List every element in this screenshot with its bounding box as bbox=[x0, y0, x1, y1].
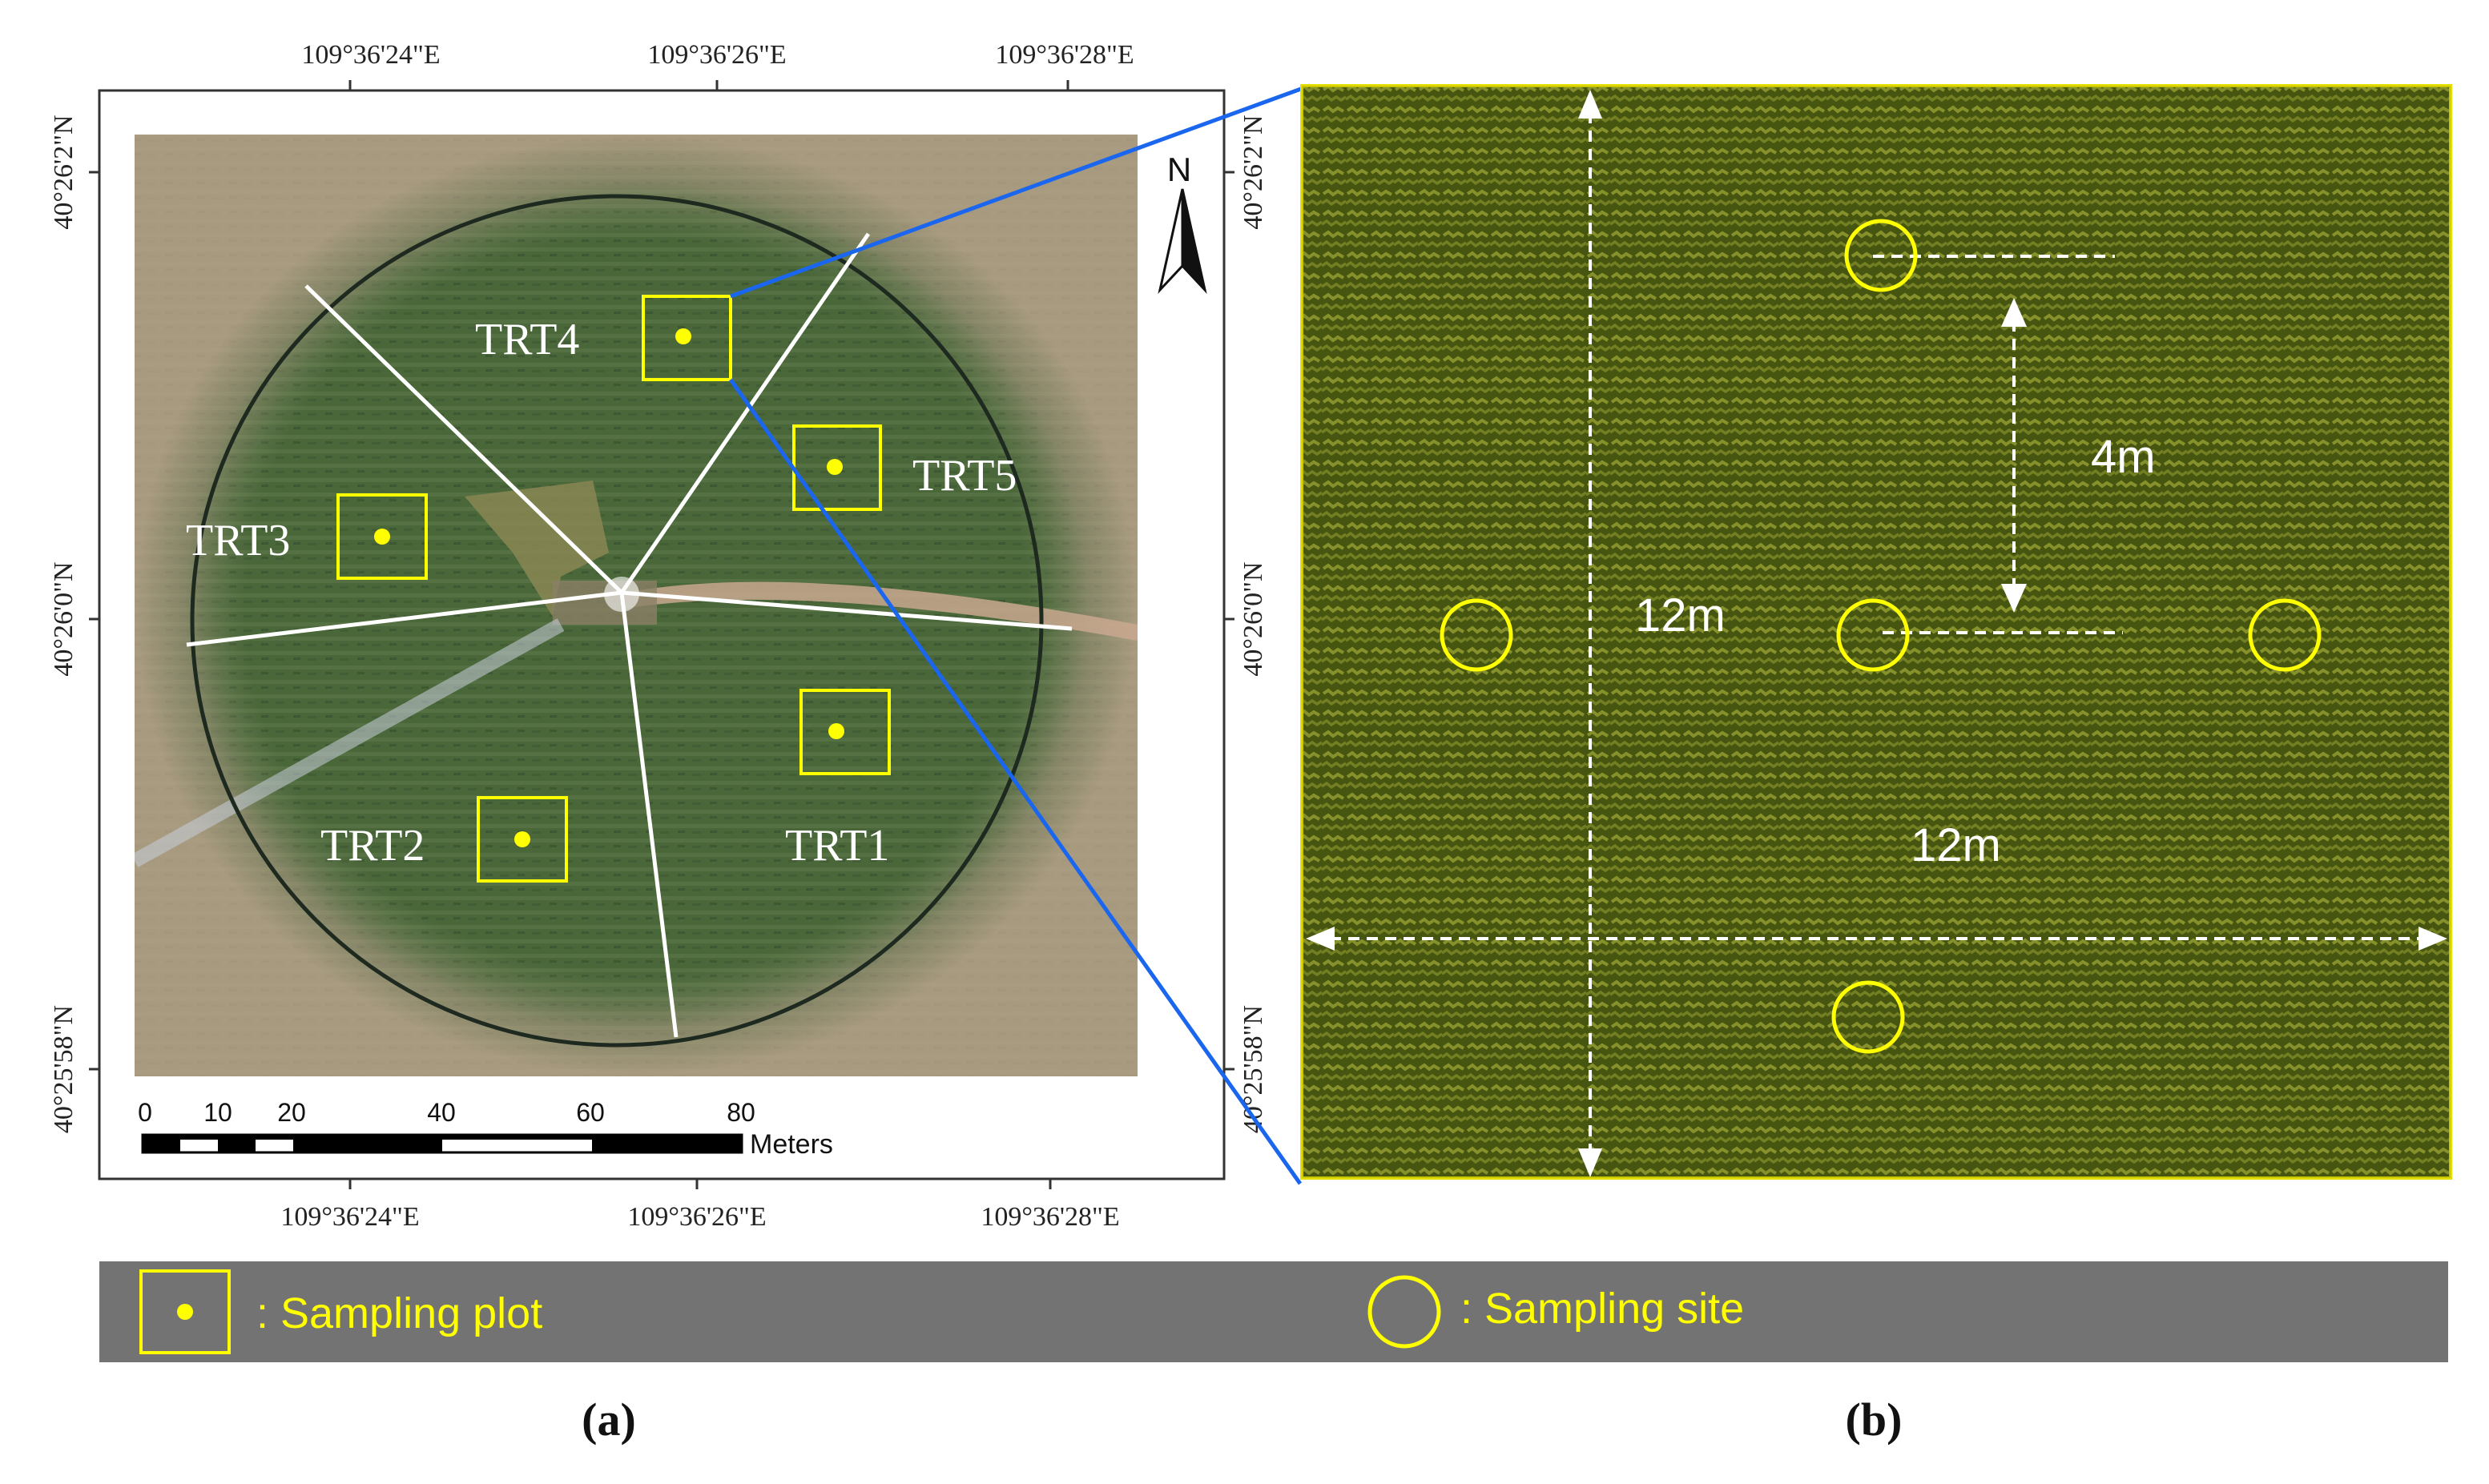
sampling-site bbox=[2248, 598, 2322, 672]
lon-label-bottom: 109°36'26"E bbox=[627, 1202, 766, 1232]
sampling-site bbox=[1836, 598, 1910, 672]
frame-ticks bbox=[89, 80, 1234, 1189]
aerial-image bbox=[135, 135, 1138, 1076]
sampling-site bbox=[1844, 219, 1918, 292]
label-4m: 4m bbox=[2091, 431, 2156, 483]
plot-label: TRT4 bbox=[475, 315, 579, 364]
horizontal-extent-arrow bbox=[1306, 927, 2447, 951]
sampling-sites bbox=[1440, 219, 2322, 1054]
lat-label-right: 40°25'58"N bbox=[1238, 1005, 1268, 1133]
lon-label-bottom: 109°36'24"E bbox=[280, 1202, 419, 1232]
plot-trt4: TRT4 bbox=[475, 295, 732, 381]
lat-label-left: 40°25'58"N bbox=[49, 1005, 79, 1133]
scale-tick: 20 bbox=[277, 1098, 306, 1127]
plot-label: TRT3 bbox=[186, 516, 290, 565]
lon-label-top: 109°36'28"E bbox=[995, 40, 1134, 70]
lon-label-top: 109°36'24"E bbox=[301, 40, 440, 70]
label-12m-vertical: 12m bbox=[1635, 589, 1726, 641]
pivot-circle bbox=[190, 194, 1044, 1048]
zoom-connectors bbox=[728, 83, 1311, 1185]
vertical-extent-arrow bbox=[1578, 90, 1602, 1177]
plot-label: TRT5 bbox=[912, 451, 1017, 501]
sector-lines bbox=[186, 232, 1073, 1038]
caption-b: (b) bbox=[1846, 1394, 1903, 1446]
sampling-site bbox=[1440, 598, 1513, 672]
north-arrow: N bbox=[1158, 151, 1207, 295]
legend-plot-symbol bbox=[139, 1269, 231, 1354]
legend-bar bbox=[99, 1261, 2448, 1362]
plot-trt3: TRT3 bbox=[186, 493, 428, 580]
north-label: N bbox=[1167, 151, 1191, 188]
spacing-arrow bbox=[1873, 255, 2123, 634]
pivot-arm bbox=[135, 618, 565, 867]
dirt-road bbox=[625, 581, 1138, 641]
plot-label: TRT1 bbox=[785, 821, 889, 871]
lon-label-top: 109°36'26"E bbox=[647, 40, 786, 70]
legend-plot-label: : Sampling plot bbox=[256, 1289, 542, 1337]
scale-tick: 0 bbox=[138, 1098, 152, 1127]
panel-b: 12m 12m 4m bbox=[1300, 84, 2452, 1180]
lat-label-right: 40°26'2"N bbox=[1238, 115, 1268, 229]
legend-site-label: : Sampling site bbox=[1460, 1285, 1744, 1333]
legend: : Sampling plot : Sampling site bbox=[99, 1261, 2448, 1362]
scale-tick: 10 bbox=[203, 1098, 232, 1127]
lat-label-right: 40°26'0"N bbox=[1238, 561, 1268, 676]
plot-label: TRT2 bbox=[320, 821, 425, 871]
lon-label-bottom: 109°36'28"E bbox=[981, 1202, 1119, 1232]
sampling-site bbox=[1831, 980, 1905, 1054]
scale-bar: 0 10 20 40 60 80 Meters bbox=[138, 1098, 833, 1160]
panel-a: 109°36'24"E 109°36'26"E 109°36'28"E 40°2… bbox=[49, 40, 1268, 1232]
zoom-image bbox=[1300, 84, 2452, 1180]
lat-label-left: 40°26'0"N bbox=[49, 561, 79, 676]
lat-label-left: 40°26'2"N bbox=[49, 115, 79, 229]
scale-tick: 40 bbox=[427, 1098, 456, 1127]
plot-trt1: TRT1 bbox=[785, 689, 891, 871]
bare-patch bbox=[465, 481, 609, 617]
scale-tick: 60 bbox=[576, 1098, 605, 1127]
label-12m-horizontal: 12m bbox=[1911, 819, 2001, 871]
caption-a: (a) bbox=[582, 1394, 636, 1446]
scale-unit: Meters bbox=[750, 1129, 833, 1160]
sampling-plots: TRT4 TRT5 TRT3 TRT1 TRT2 bbox=[186, 295, 1017, 883]
scale-tick: 80 bbox=[727, 1098, 755, 1127]
legend-site-symbol bbox=[1367, 1275, 1441, 1349]
plot-trt2: TRT2 bbox=[320, 796, 568, 883]
